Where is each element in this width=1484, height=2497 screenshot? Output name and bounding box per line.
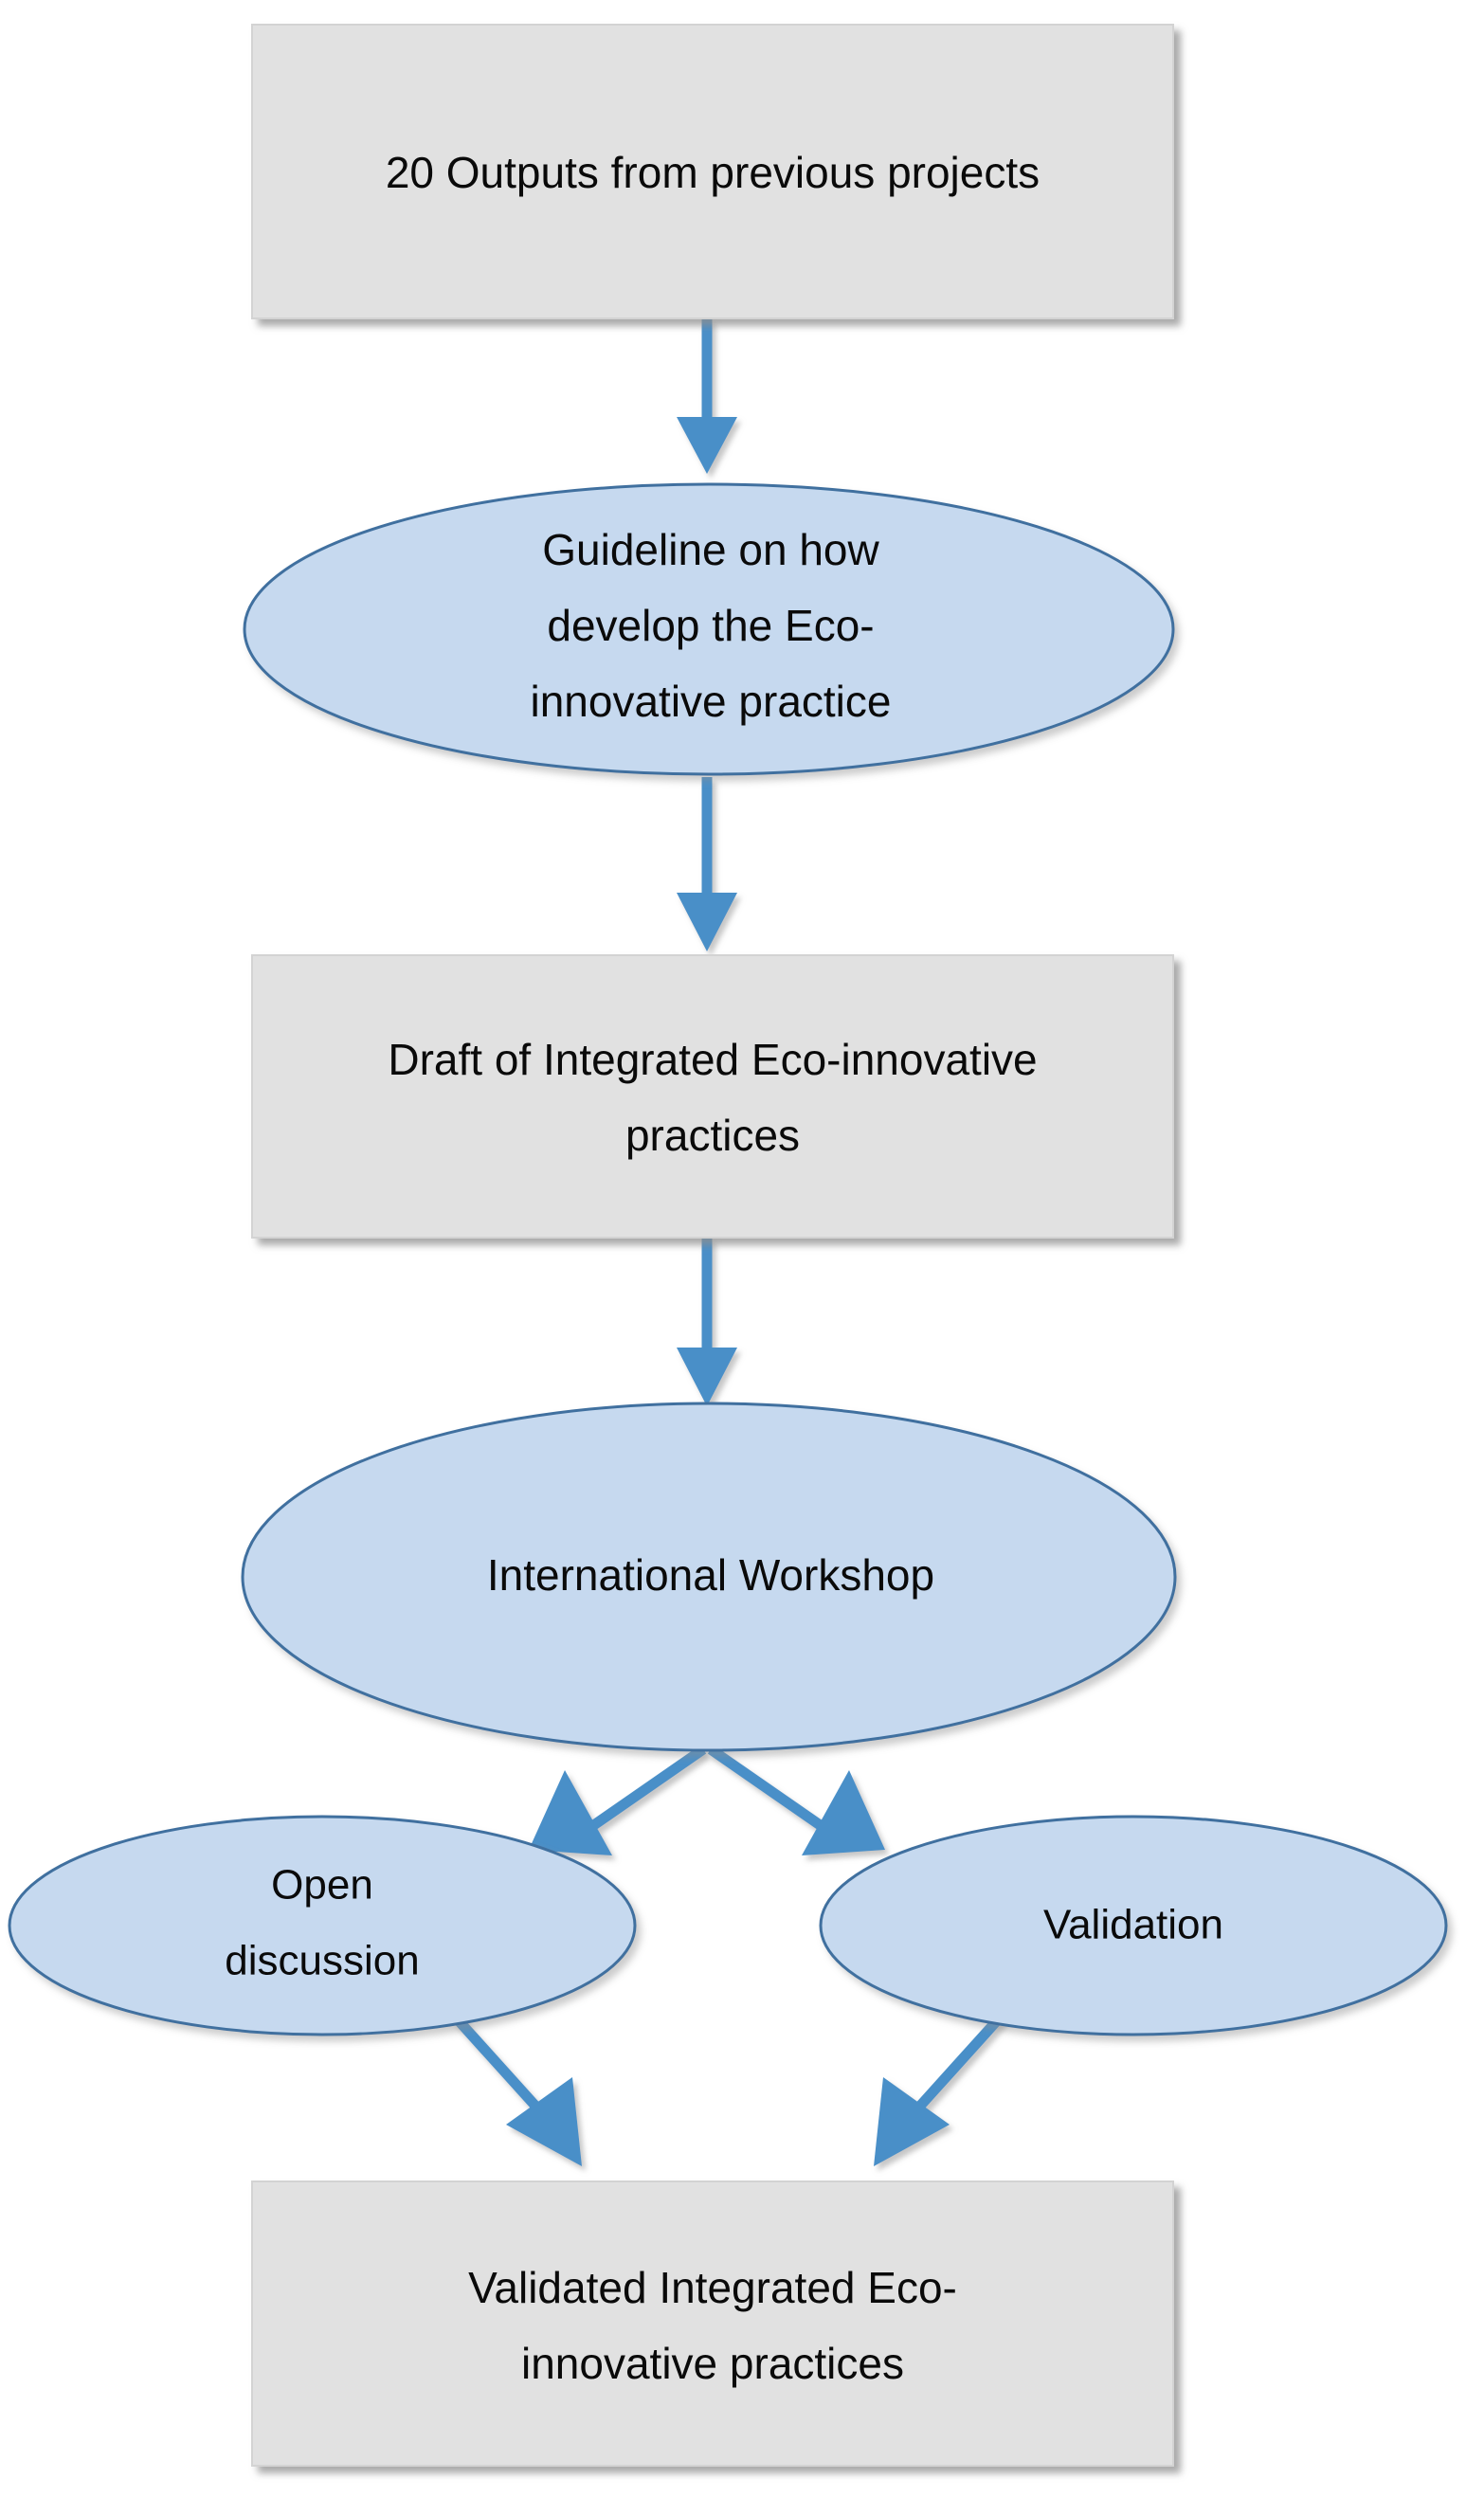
node-validation[interactable]: Validation [819, 1815, 1448, 2036]
arrowhead-down-icon [677, 1348, 737, 1406]
connector-open-discussion-to-validated [450, 2013, 582, 2166]
node-guideline-label-line1: Guideline on how [542, 525, 879, 574]
node-outputs-shape [251, 24, 1174, 319]
connector-workshop-to-validation [707, 1745, 885, 1855]
connector-guideline-to-draft [677, 777, 737, 951]
node-validated[interactable]: Validated Integrated Eco- innovative pra… [251, 2180, 1174, 2467]
node-draft[interactable]: Draft of Integrated Eco-innovative pract… [251, 954, 1174, 1239]
connector-outputs-to-guideline [677, 318, 737, 474]
node-guideline-label-line3: innovative practice [531, 677, 892, 726]
connector-line [707, 1745, 832, 1836]
node-open-discussion-shape [8, 1815, 637, 2036]
node-draft-label-line2: practices [625, 1111, 800, 1160]
connector-draft-to-workshop [677, 1238, 737, 1406]
node-validated-shape [251, 2180, 1174, 2467]
node-outputs[interactable]: 20 Outputs from previous projects [251, 24, 1174, 319]
node-validation-shape [819, 1815, 1448, 2036]
node-workshop[interactable]: International Workshop [241, 1402, 1177, 1752]
node-draft-label-line1: Draft of Integrated Eco-innovative [388, 1035, 1037, 1084]
node-validation-label-line1: Validation [1043, 1902, 1223, 1948]
arrowhead-down-icon [677, 417, 737, 474]
arrowhead-diagonal-left-icon [529, 1770, 612, 1855]
connector-line [582, 1745, 707, 1836]
node-workshop-label-line1: International Workshop [487, 1550, 934, 1600]
node-guideline-shape [243, 482, 1175, 776]
node-open-discussion[interactable]: Open discussion [8, 1815, 637, 2036]
connector-line [450, 2013, 547, 2117]
node-guideline[interactable]: Guideline on how develop the Eco- innova… [243, 482, 1175, 776]
node-workshop-shape [241, 1402, 1177, 1752]
node-outputs-label-line1: 20 Outputs from previous projects [386, 148, 1040, 197]
node-guideline-label-line2: develop the Eco- [547, 601, 874, 650]
node-validated-label-line2: innovative practices [521, 2339, 904, 2388]
connector-validation-to-validated [874, 2013, 1005, 2166]
node-open-discussion-label-line2: discussion [225, 1938, 419, 1984]
arrowhead-down-icon [677, 893, 737, 951]
node-open-discussion-label-line1: Open [271, 1862, 373, 1909]
node-validated-label-line1: Validated Integrated Eco- [468, 2263, 957, 2312]
arrowhead-diagonal-right-icon [802, 1770, 885, 1855]
arrowhead-diagonal-right-icon [506, 2077, 582, 2166]
arrowhead-diagonal-left-icon [874, 2077, 950, 2166]
node-draft-shape [251, 954, 1174, 1239]
connector-line [909, 2013, 1005, 2117]
connector-workshop-to-open-discussion [529, 1745, 707, 1855]
